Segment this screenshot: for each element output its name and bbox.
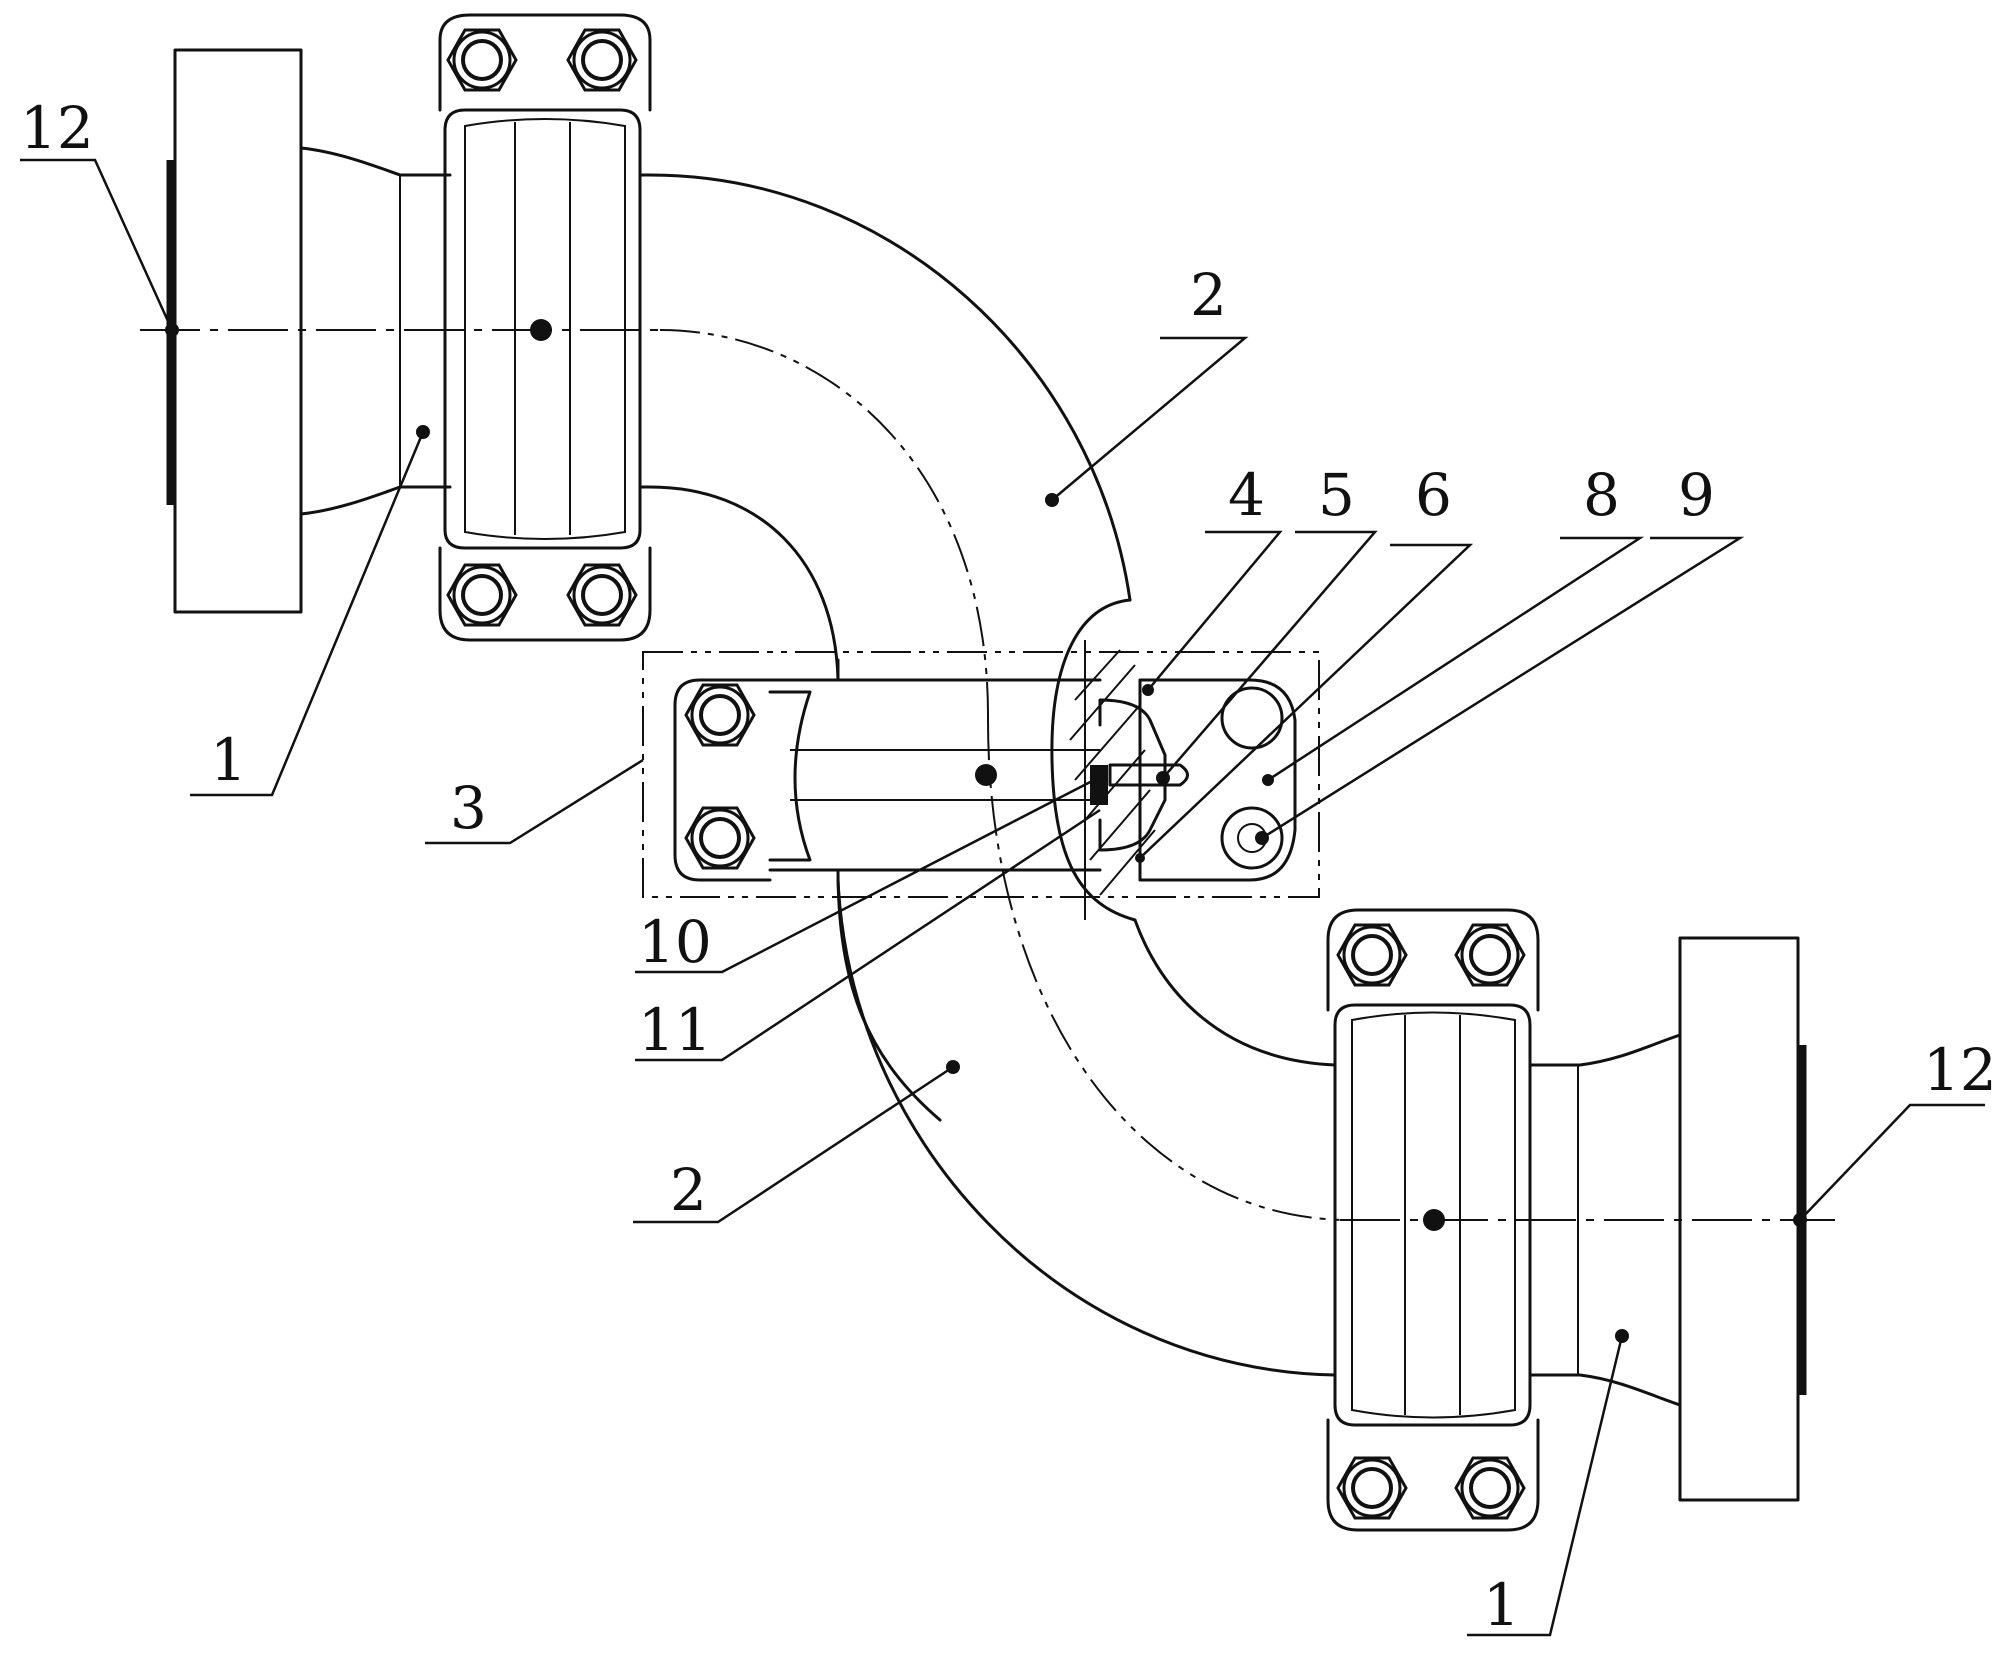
bolt-hole-icon xyxy=(1222,808,1282,868)
callout-labels: 12 1 2 3 4 5 6 8 9 10 11 2 1 12 xyxy=(20,94,1997,1639)
hex-nut-icon xyxy=(686,808,754,868)
callout-5: 5 xyxy=(1318,461,1355,529)
leader-2-top xyxy=(1052,338,1245,500)
hex-nut-icon xyxy=(1456,1458,1524,1518)
upper-elbow xyxy=(640,175,1130,720)
callout-12-right: 12 xyxy=(1923,1036,1997,1104)
callout-2-bottom: 2 xyxy=(670,1156,707,1224)
bolt-hole-icon xyxy=(1222,688,1282,748)
callout-1-top: 1 xyxy=(210,726,247,794)
callout-1-bottom: 1 xyxy=(1483,1571,1520,1639)
callout-10: 10 xyxy=(638,908,712,976)
hex-nut-icon xyxy=(1338,925,1406,985)
seal-ring xyxy=(1090,765,1108,805)
hex-nut-icon xyxy=(686,685,754,745)
pin xyxy=(1110,765,1188,785)
callout-8: 8 xyxy=(1583,461,1620,529)
central-center-dot xyxy=(975,764,997,786)
upper-left-flange-assembly xyxy=(140,15,660,640)
callout-9: 9 xyxy=(1678,461,1715,529)
leader-9 xyxy=(1262,538,1740,838)
leader-12-left xyxy=(20,160,172,330)
central-union xyxy=(643,600,1319,1120)
lower-elbow-inner-wall xyxy=(1135,920,1335,1065)
callout-12-left: 12 xyxy=(20,94,94,162)
lower-elbow-outer-wall xyxy=(838,880,1335,1375)
hex-nut-icon xyxy=(1456,925,1524,985)
leader-8 xyxy=(1268,538,1640,780)
callout-6: 6 xyxy=(1415,461,1452,529)
section-hatch xyxy=(1070,640,1155,920)
hex-nut-icon xyxy=(448,30,516,90)
callout-11: 11 xyxy=(638,996,712,1064)
hex-nut-icon xyxy=(568,565,636,625)
upper-elbow-centerline xyxy=(660,330,988,720)
callout-4: 4 xyxy=(1228,461,1265,529)
lower-right-flange-assembly xyxy=(1328,910,1835,1530)
hex-nut-icon xyxy=(1338,1458,1406,1518)
leader-12-right xyxy=(1800,1105,1985,1220)
callout-2-top: 2 xyxy=(1190,261,1227,329)
callout-3: 3 xyxy=(450,774,487,842)
hex-nut-icon xyxy=(568,30,636,90)
upper-elbow-outer-wall xyxy=(640,175,1130,600)
hex-nut-icon xyxy=(448,565,516,625)
